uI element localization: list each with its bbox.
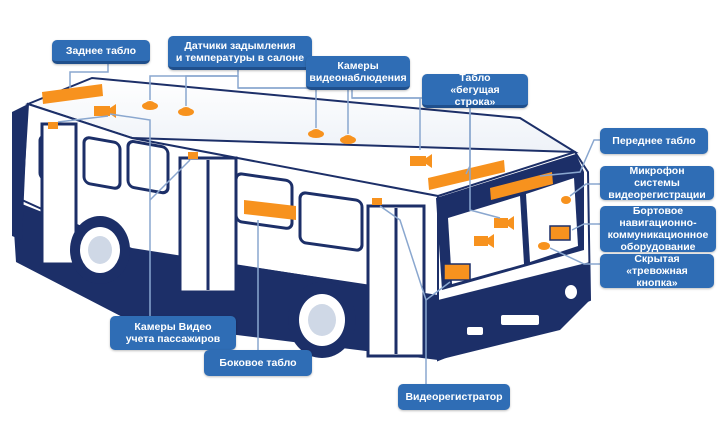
bus-window (298, 191, 364, 252)
video-mic-label: Микрофон системы видеорегистрации (600, 165, 714, 201)
bus-rear-panel (12, 104, 28, 240)
camera-icon (48, 122, 58, 129)
ticker-display-device (428, 160, 505, 190)
equipment-items (42, 84, 571, 281)
bus-headlight (465, 325, 485, 337)
bus-window (82, 136, 122, 190)
camera-icon (410, 154, 432, 168)
smoke-temp-sensors-label: Датчики задымления и температуры в салон… (168, 36, 312, 70)
video-recorder-device (443, 263, 471, 281)
side-display-device (244, 200, 296, 220)
leader-lines (57, 62, 600, 384)
nav-equipment-label: Бортовое навигационно- коммуникационное … (600, 205, 716, 253)
panic-button-label: Скрытая «тревожная кнопка» (600, 253, 714, 289)
camera-icon (372, 198, 382, 205)
passenger-cameras-label: Камеры Видео учета пассажиров (110, 316, 236, 350)
bus-window (126, 140, 170, 195)
camera-icon (188, 152, 198, 159)
front-display-label: Переднее табло (600, 128, 708, 154)
bus-door-rear (40, 122, 78, 266)
front-display-device (490, 172, 553, 200)
camera-icon (494, 216, 514, 230)
microphone-icon (561, 196, 571, 204)
ticker-display-label: Табло «бегущая строка» (422, 72, 528, 108)
rear-display-device (42, 84, 103, 104)
smoke-sensor-icon (308, 129, 324, 138)
video-recorder-label: Видеорегистратор (398, 384, 510, 410)
bus-wheel-rear (70, 216, 130, 284)
panic-button-device (538, 242, 550, 250)
camera-icon (474, 234, 494, 248)
nav-equipment-device (549, 225, 571, 241)
side-display-label: Боковое табло (204, 350, 312, 376)
smoke-sensor-icon (340, 135, 356, 144)
smoke-sensor-icon (142, 101, 158, 110)
cctv-cameras-label: Камеры видеонаблюдения (306, 56, 410, 90)
bus-wheel-front (288, 282, 356, 358)
bus-grille (499, 313, 541, 327)
rear-display-label: Заднее табло (52, 40, 150, 64)
bus-headlight (563, 283, 579, 301)
smoke-sensor-icon (178, 107, 194, 116)
